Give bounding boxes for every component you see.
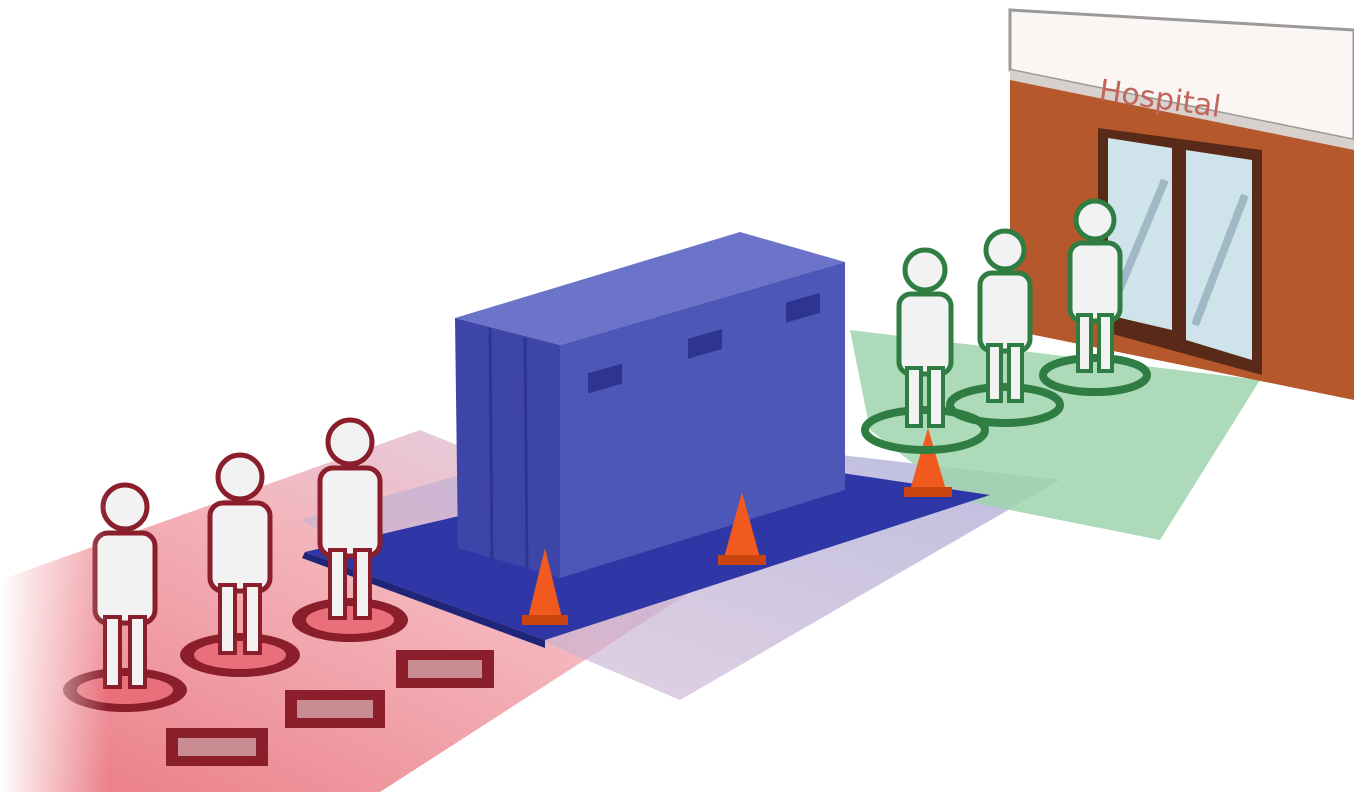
id-tag-icon xyxy=(396,650,494,688)
id-tag-icon xyxy=(285,690,385,728)
id-tag-icon xyxy=(166,728,268,766)
hospital-icon: Hospital xyxy=(1010,10,1354,400)
